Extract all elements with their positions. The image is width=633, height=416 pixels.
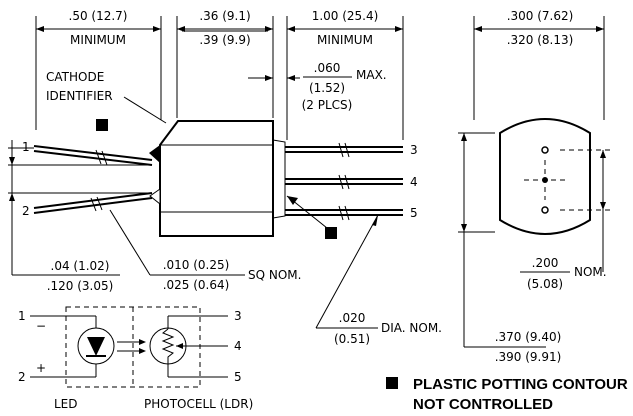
sch-pin-3: 3: [234, 309, 242, 323]
dim-b-bottom: .39 (9.9): [199, 33, 250, 47]
legend-line-2: NOT CONTROLLED: [413, 396, 553, 413]
dim-i-bottom: (0.51): [334, 332, 370, 346]
component-side-view: [149, 120, 286, 237]
led-label: LED: [54, 397, 78, 411]
dim-e-max: MAX.: [356, 68, 387, 82]
dim-f-bottom: .120 (3.05): [47, 279, 114, 293]
dim-g-bottom: .025 (0.64): [163, 278, 230, 292]
pin-3-label: 3: [410, 143, 418, 157]
cathode-identifier-callout: CATHODE IDENTIFIER: [46, 70, 167, 131]
schematic: 1 2 − + 3 4 5 LED PHOTOCELL (LDR): [18, 306, 253, 411]
pin-5-label: 5: [410, 206, 418, 220]
dim-standoff: .060 (1.52) MAX. (2 PLCS): [248, 61, 387, 112]
cathode-label-2: IDENTIFIER: [46, 89, 113, 103]
sch-pin-5: 5: [234, 370, 242, 384]
dim-d-bottom: .320 (8.13): [507, 33, 574, 47]
dim-width-end-view: .300 (7.62) .320 (8.13): [473, 9, 605, 120]
dim-j-bottom: .390 (9.91): [495, 350, 562, 364]
dim-c-bottom: MINIMUM: [317, 33, 373, 47]
dim-lead-spacing: .04 (1.02) .120 (3.05): [8, 140, 148, 293]
dim-e-line1: .060: [314, 61, 341, 75]
dim-e-line2: (1.52): [309, 81, 345, 95]
pin-4-label: 4: [410, 175, 418, 189]
potting-marker-square-2: [325, 227, 337, 239]
photocell-label: PHOTOCELL (LDR): [144, 397, 253, 411]
pin-1-label: 1: [22, 140, 30, 154]
right-leads: 3 4 5: [285, 142, 418, 221]
dim-f-top: .04 (1.02): [51, 259, 110, 273]
dim-h-bottom: (5.08): [527, 277, 563, 291]
legend-square: [386, 377, 398, 389]
dim-g-top: .010 (0.25): [163, 258, 230, 272]
sch-pin-4: 4: [234, 339, 242, 353]
dim-body-length: .36 (9.1) .39 (9.9): [176, 9, 274, 118]
dim-g-suffix: SQ NOM.: [248, 268, 301, 282]
dim-a-bottom: MINIMUM: [70, 33, 126, 47]
dim-b-top: .36 (9.1): [199, 9, 250, 23]
dim-d-top: .300 (7.62): [507, 9, 574, 23]
left-leads: 1 2: [8, 140, 153, 218]
dim-i-suffix: DIA. NOM.: [381, 321, 442, 335]
dim-e-line3: (2 PLCS): [302, 98, 353, 112]
pin-2-label: 2: [22, 204, 30, 218]
cathode-marker: [149, 145, 160, 163]
dim-j-top: .370 (9.40): [495, 330, 562, 344]
sch-pin-1: 1: [18, 309, 26, 323]
potting-marker-square: [96, 119, 108, 131]
dim-h-top: .200: [532, 256, 559, 270]
dim-lead-diameter: .020 (0.51) DIA. NOM.: [315, 214, 442, 346]
legend-line-1: PLASTIC POTTING CONTOUR: [413, 376, 628, 393]
legend: PLASTIC POTTING CONTOUR NOT CONTROLLED: [386, 376, 628, 413]
cathode-label-1: CATHODE: [46, 70, 104, 84]
dim-lead-square: .010 (0.25) .025 (0.64) SQ NOM.: [109, 209, 301, 292]
sch-plus: +: [36, 361, 46, 375]
sch-minus: −: [36, 319, 46, 333]
component-end-view: .200 (5.08) NOM. .370 (9.40) .390 (9.91): [458, 118, 610, 364]
dim-h-suffix: NOM.: [574, 265, 607, 279]
dim-lead-length-left: .50 (12.7) MINIMUM: [35, 9, 162, 130]
dim-i-top: .020: [339, 311, 366, 325]
dim-c-top: 1.00 (25.4): [312, 9, 379, 23]
dim-a-top: .50 (12.7): [69, 9, 128, 23]
sch-pin-2: 2: [18, 370, 26, 384]
